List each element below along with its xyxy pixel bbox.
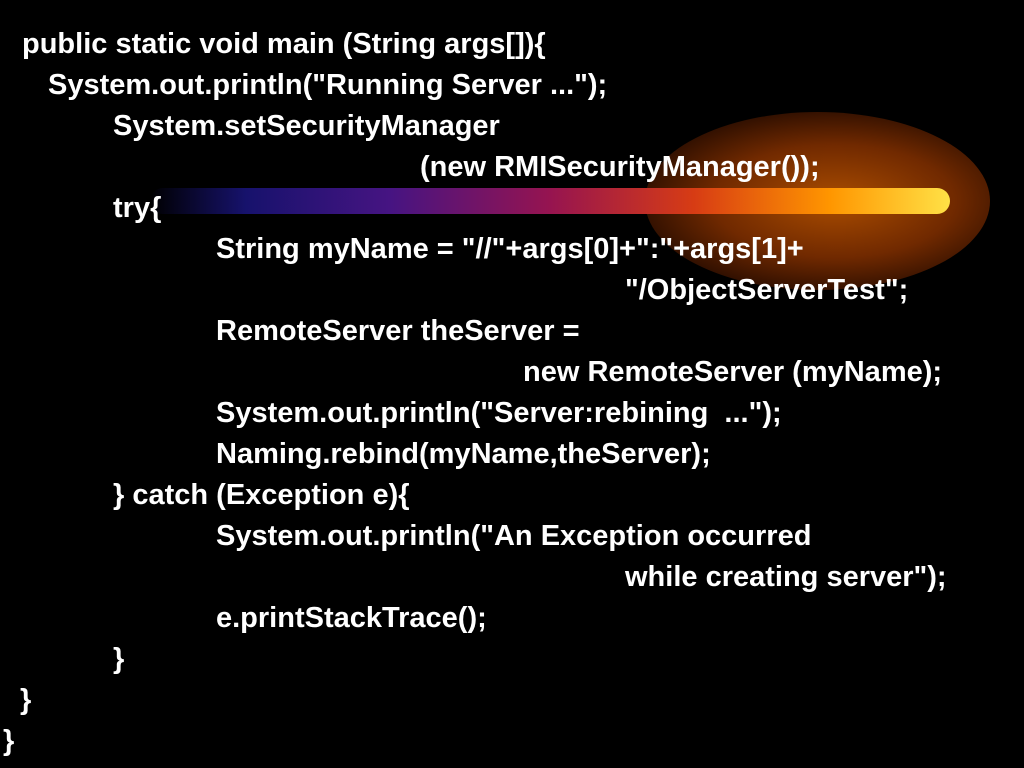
code-line-println-exception: System.out.println("An Exception occurre… [216, 520, 812, 552]
code-line-println-running: System.out.println("Running Server ...")… [48, 69, 608, 101]
code-line-close-main: } [20, 684, 32, 716]
code-line-catch: } catch (Exception e){ [113, 479, 410, 511]
decorative-glow-beam [150, 188, 950, 214]
code-line-close-class: } [3, 725, 15, 757]
code-line-exception-suffix: while creating server"); [625, 561, 947, 593]
code-line-print-stack-trace: e.printStackTrace(); [216, 602, 487, 634]
code-line-try: try{ [113, 192, 162, 224]
code-line-naming-rebind: Naming.rebind(myName,theServer); [216, 438, 711, 470]
code-line-myname-decl: String myName = "//"+args[0]+":"+args[1]… [216, 233, 804, 265]
code-line-myname-suffix: "/ObjectServerTest"; [625, 274, 909, 306]
code-line-println-rebinding: System.out.println("Server:rebining ..."… [216, 397, 782, 429]
code-line-new-security-manager: (new RMISecurityManager()); [420, 151, 820, 183]
code-line-main-signature: public static void main (String args[]){ [22, 28, 546, 60]
code-line-remoteserver-decl: RemoteServer theServer = [216, 315, 580, 347]
code-line-new-remoteserver: new RemoteServer (myName); [523, 356, 943, 388]
code-line-set-security-manager: System.setSecurityManager [113, 110, 500, 142]
code-line-close-catch: } [113, 643, 125, 675]
